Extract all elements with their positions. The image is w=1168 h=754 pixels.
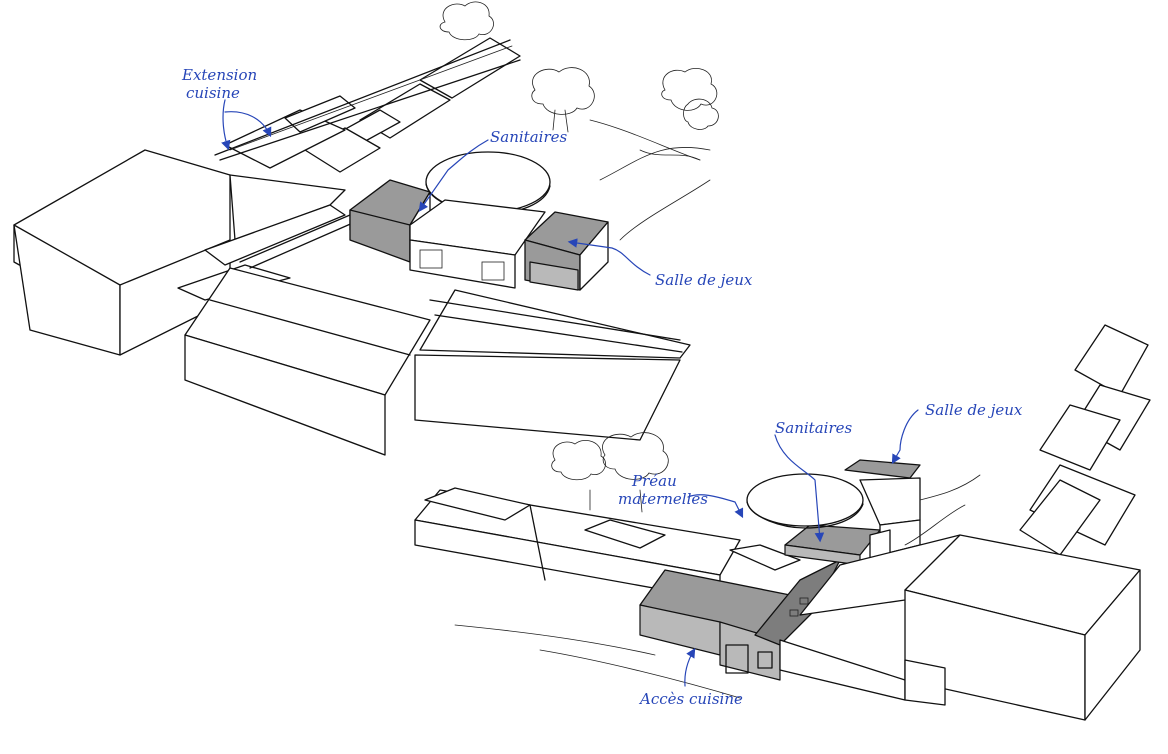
arrow-salle-de-jeux-bottom: [891, 409, 919, 465]
background-roof-row: [214, 37, 521, 173]
arrow-sanitaires-top: [418, 139, 489, 212]
label-acces-cuisine: Accès cuisine: [638, 690, 743, 708]
arrow-extension-cuisine: [221, 99, 231, 151]
trees-top: [439, 1, 719, 161]
annotations-bottom: Sanitaires Salle de jeux Préau maternell…: [618, 401, 1023, 708]
label-extension-cuisine-1: Extension: [181, 66, 257, 84]
arrow-sanitaires-bottom: [774, 434, 825, 543]
kitchen-block-bottom: [639, 559, 841, 681]
ground-lines-bottom: [454, 474, 981, 699]
label-sanitaires-top: Sanitaires: [490, 128, 567, 146]
salle-de-jeux-block-top: [524, 211, 609, 291]
bottom-axonometric-view: Sanitaires Salle de jeux Préau maternell…: [414, 324, 1151, 721]
label-sanitaires-bottom: Sanitaires: [775, 419, 852, 437]
label-salle-de-jeux-top: Salle de jeux: [655, 271, 753, 289]
circular-courtyard-bottom: [746, 473, 864, 529]
label-salle-de-jeux-bottom: Salle de jeux: [925, 401, 1023, 419]
arrow-salle-de-jeux-top: [567, 238, 651, 276]
label-preau-2: maternelles: [618, 490, 708, 508]
large-left-block: [13, 149, 231, 356]
annotations-top: Extension cuisine Sanitaires Salle de je…: [181, 66, 753, 289]
front-buildings-top: [184, 146, 711, 456]
right-large-block: [779, 534, 1141, 721]
arrow-preau: [687, 494, 744, 519]
circular-courtyard-top: [425, 151, 551, 215]
label-preau-1: Préau: [631, 472, 677, 490]
arrow-acces-cuisine: [684, 647, 696, 687]
arrow-extension-cuisine-2: [224, 111, 272, 138]
right-hatched-row: [1019, 324, 1151, 556]
central-block-top: [409, 199, 546, 289]
top-axonometric-view: Extension cuisine Sanitaires Salle de je…: [13, 1, 753, 456]
preau-long-row: [414, 487, 801, 601]
trees-bottom: [551, 432, 669, 513]
label-extension-cuisine-2: cuisine: [186, 84, 240, 102]
